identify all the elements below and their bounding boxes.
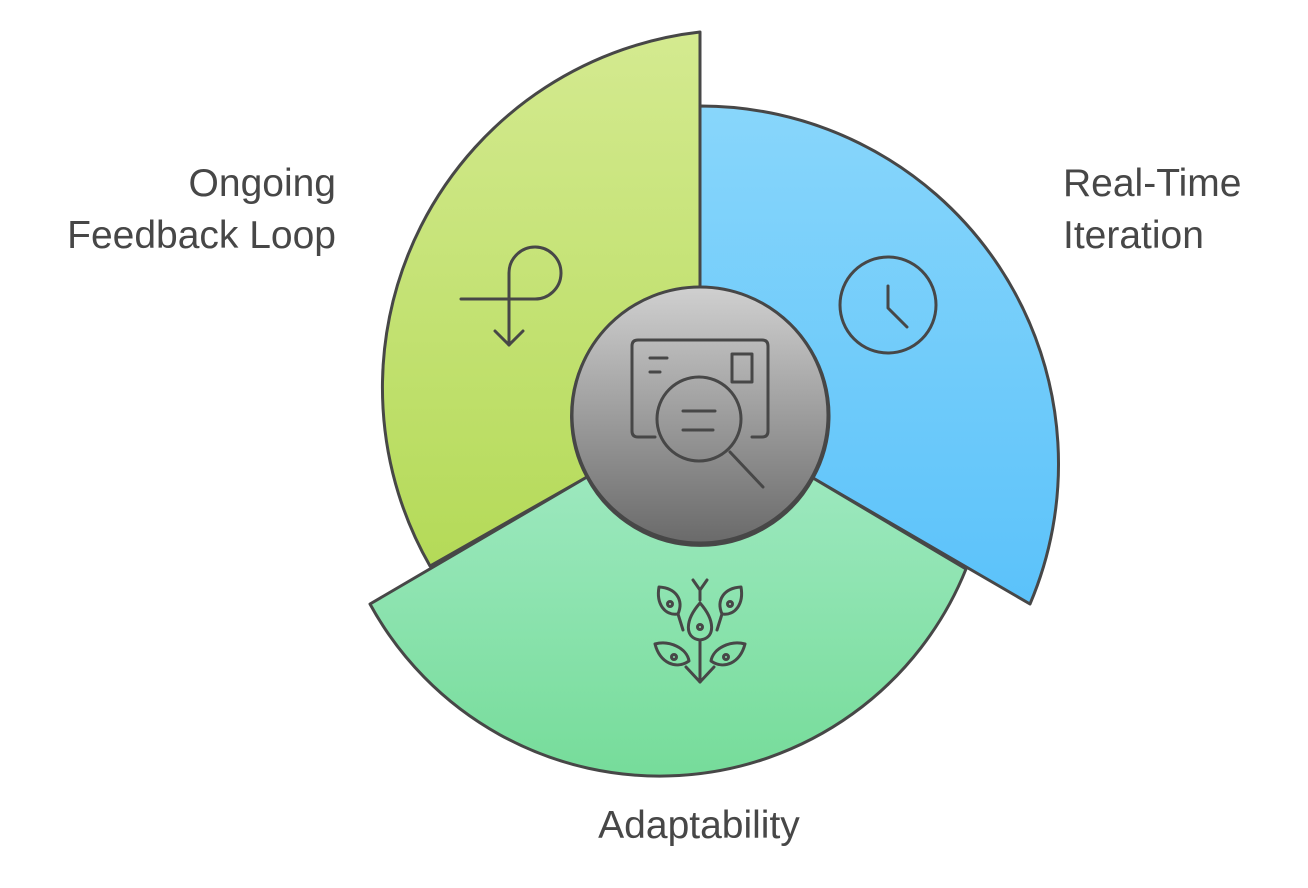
label-adaptability: Adaptability	[0, 800, 1308, 852]
label-ongoing-feedback-loop: Ongoing Feedback Loop	[67, 158, 336, 262]
card-magnifier-icon	[630, 338, 770, 489]
label-line: Adaptability	[598, 804, 800, 847]
clock-icon	[838, 255, 938, 355]
label-line: Ongoing	[188, 162, 336, 205]
segment-adaptability	[368, 475, 968, 778]
label-line: Real-Time	[1063, 162, 1242, 205]
center-hub	[570, 285, 830, 545]
loop-arrow-icon	[459, 245, 563, 347]
label-real-time-iteration: Real-Time Iteration	[1063, 158, 1241, 262]
label-line: Feedback Loop	[67, 214, 336, 257]
label-line: Iteration	[1063, 214, 1204, 257]
sprouting-plant-icon	[653, 578, 747, 684]
